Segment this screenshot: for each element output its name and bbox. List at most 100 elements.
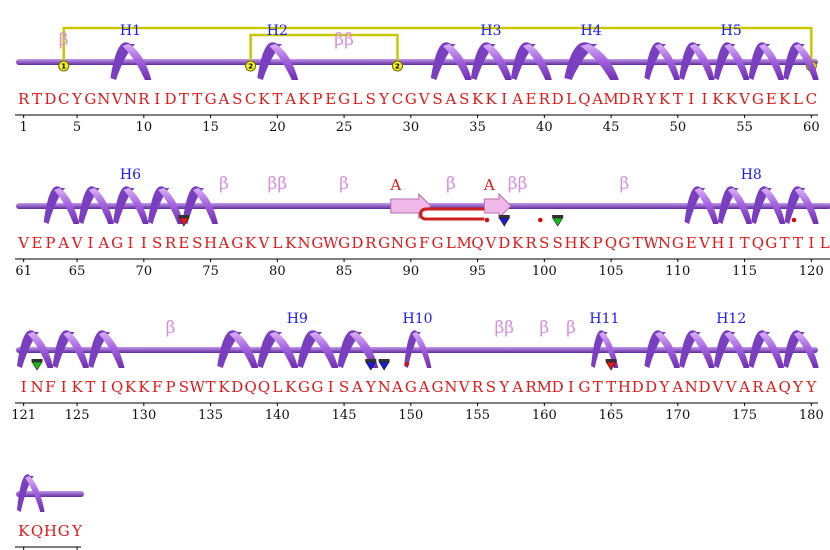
- disulfide-number: 1: [61, 63, 66, 71]
- disulfide-bond: [62, 26, 813, 66]
- residue-letter: S: [432, 90, 442, 108]
- axis-tick-label: 65: [69, 264, 86, 279]
- residue-letter: I: [21, 378, 27, 396]
- residue-dot-marker: [791, 217, 797, 223]
- beta-label: β: [620, 174, 630, 194]
- residue-letter: D: [645, 378, 657, 396]
- residue-letter: G: [311, 378, 323, 396]
- residue-letter: L: [820, 234, 830, 252]
- axis-tick-label: 120: [799, 264, 824, 279]
- axis-tick-label: 110: [665, 264, 690, 279]
- helix-label: H2: [267, 23, 288, 39]
- residue-letter: K: [512, 234, 524, 252]
- residue-letter: H: [711, 234, 724, 252]
- beta-label: β: [339, 174, 349, 194]
- residue-letter: I: [61, 378, 67, 396]
- residue-letter: K: [298, 90, 310, 108]
- residue-letter: K: [138, 378, 150, 396]
- disulfide-number: 2: [395, 63, 400, 71]
- axis-tick-label: 20: [269, 120, 286, 135]
- helix-label: H3: [480, 23, 501, 39]
- residue-letter: F: [419, 234, 429, 252]
- residue-letter: K: [472, 90, 484, 108]
- axis-tick-label: 70: [136, 264, 153, 279]
- residue-letter: P: [165, 378, 175, 396]
- axis-tick-label: 35: [469, 120, 486, 135]
- residue-letter: L: [566, 90, 576, 108]
- residue-letter: K: [218, 378, 230, 396]
- helix-turn-back: [510, 42, 536, 80]
- residue-letter: N: [658, 234, 671, 252]
- helix-turn-back: [591, 330, 608, 368]
- residue-triangle-marker: [378, 361, 390, 371]
- helix-turn-front: [27, 332, 54, 368]
- residue-letter: S: [486, 378, 496, 396]
- residue-letter: V: [17, 234, 30, 252]
- residue-letter: V: [258, 234, 271, 252]
- residue-letter: V: [71, 234, 84, 252]
- helix-turn-back: [748, 330, 771, 368]
- axis-tick-label: 175: [732, 408, 757, 423]
- residue-letter: R: [525, 234, 537, 252]
- helix-turn-front: [654, 44, 680, 80]
- residue-letter: E: [32, 234, 43, 252]
- helix-turn-back: [564, 42, 598, 80]
- residue-letter: Y: [71, 90, 83, 108]
- axis-tick-label: 25: [336, 120, 353, 135]
- residue-letter: Q: [752, 234, 764, 252]
- residue-letter: I: [501, 90, 507, 108]
- residue-letter: T: [179, 90, 189, 108]
- axis-tick-label: 61: [15, 264, 32, 279]
- residue-letter: Q: [258, 378, 270, 396]
- residue-letter: T: [32, 90, 42, 108]
- helix-turn-back: [110, 42, 136, 80]
- helix-turn-front: [689, 332, 715, 368]
- residue-letter: C: [58, 90, 69, 108]
- residue-marker-bar: [378, 359, 390, 362]
- helix-turn-front: [580, 44, 619, 80]
- helix-turn-back: [147, 186, 170, 224]
- helix-turn-back: [684, 186, 706, 224]
- axis-tick-label: 150: [398, 408, 423, 423]
- residue-triangle-marker: [365, 361, 377, 371]
- helix-turn-front: [63, 332, 89, 368]
- residue-letter: W: [643, 234, 659, 252]
- helix: [43, 186, 218, 224]
- beta-label: ββ: [267, 174, 287, 194]
- helix-turn-back: [257, 330, 283, 368]
- helix-turn-back: [470, 42, 496, 80]
- residue-letter: V: [725, 378, 738, 396]
- helix: [684, 186, 819, 224]
- residue-letter: A: [284, 90, 296, 108]
- residue-letter: H: [564, 234, 577, 252]
- helix-turn-back: [257, 42, 283, 80]
- residue-letter: A: [57, 234, 69, 252]
- residue-letter: R: [165, 234, 177, 252]
- residue-letter: A: [97, 234, 109, 252]
- residue-letter: S: [459, 90, 469, 108]
- residue-letter: Y: [378, 90, 390, 108]
- residue-letter: A: [765, 378, 777, 396]
- residue-letter: P: [45, 234, 55, 252]
- beta-label: β: [166, 318, 176, 338]
- residue-letter: G: [752, 90, 764, 108]
- row-4: KQHGY181185: [15, 474, 84, 550]
- coil-backbone: [16, 491, 84, 497]
- residue-letter: G: [405, 378, 417, 396]
- residue-letter: A: [511, 378, 523, 396]
- helix-turn-back: [713, 330, 736, 368]
- residue-letter: S: [152, 234, 162, 252]
- residue-letter: T: [206, 378, 216, 396]
- hairpin-inner: [422, 211, 485, 217]
- helix-label: H8: [741, 167, 762, 183]
- helix: [257, 42, 299, 80]
- helix-turn-front: [654, 332, 680, 368]
- axis-tick-label: 50: [670, 120, 687, 135]
- residue-letter: K: [779, 90, 791, 108]
- residue-letter: Y: [645, 90, 657, 108]
- residue-letter: L: [446, 234, 456, 252]
- helix-turn-front: [794, 188, 819, 224]
- residue-marker-bar: [178, 215, 190, 218]
- helix-turn-back: [52, 330, 75, 368]
